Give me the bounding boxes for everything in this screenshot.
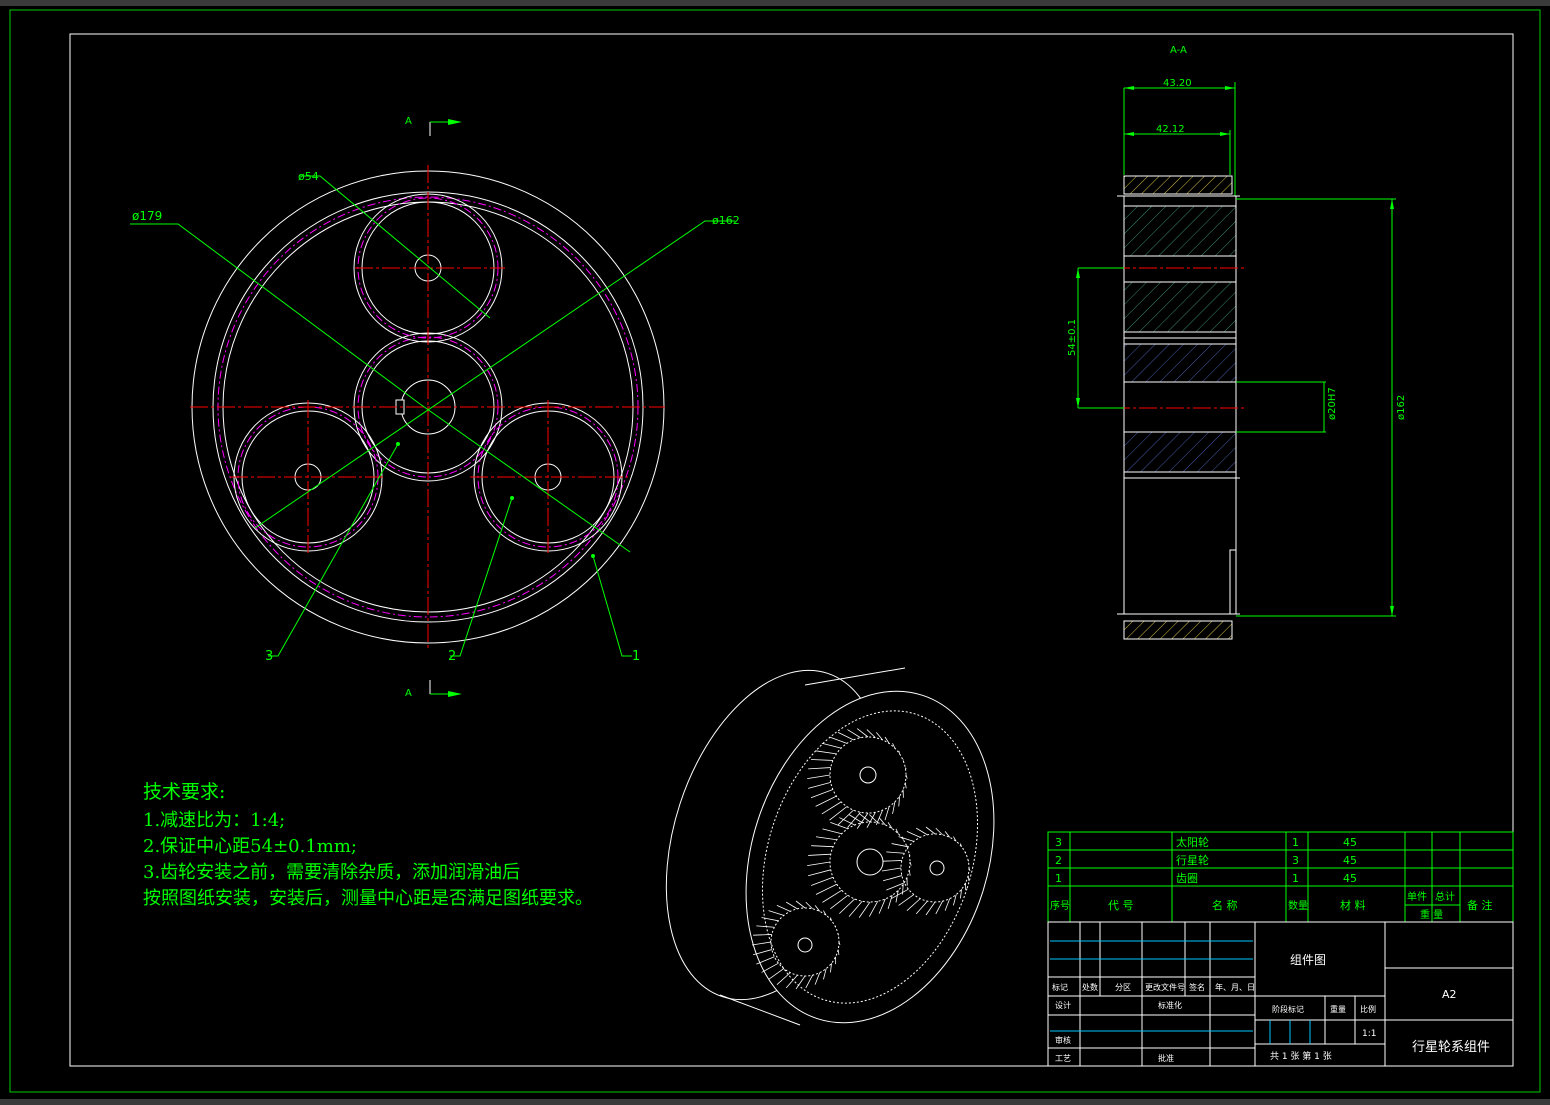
iso-gear-teeth	[751, 900, 841, 990]
title-block-cyan	[1050, 940, 1311, 1044]
svg-text:重量: 重量	[1330, 1004, 1346, 1014]
dim-center-54: 54±0.1	[1067, 319, 1078, 356]
svg-text:1: 1	[1292, 836, 1299, 849]
dim-d179: ø179	[132, 209, 162, 223]
dim-width-43: 43.20	[1163, 78, 1192, 89]
dim-d54: ø54	[298, 170, 319, 183]
iso-gear-teeth	[807, 728, 908, 829]
svg-text:分区: 分区	[1115, 983, 1131, 992]
section-view: A-A 43.20 42.12 54±0.1	[1067, 45, 1407, 640]
svg-text:年、月、日: 年、月、日	[1215, 982, 1255, 992]
balloon-2: 2	[448, 649, 456, 664]
svg-text:A2: A2	[1442, 988, 1457, 1001]
title-block-text: 组件图 A2 行星轮系组件 1:1 标记 处数 分区 更改文件号 签名 年、月、…	[1052, 953, 1490, 1063]
svg-text:1:1: 1:1	[1362, 1029, 1376, 1039]
iso-ring-inner	[761, 710, 979, 1004]
iso-front-face	[745, 690, 995, 1024]
svg-text:45: 45	[1343, 872, 1357, 885]
isometric-view	[665, 667, 995, 1026]
svg-text:代 号: 代 号	[1108, 899, 1134, 912]
bom-table	[1047, 831, 1514, 923]
svg-text:45: 45	[1343, 836, 1357, 849]
svg-text:齿圈: 齿圈	[1176, 872, 1198, 885]
leader-lines	[130, 175, 735, 657]
iso-gear-teeth	[807, 813, 912, 918]
svg-text:3: 3	[1055, 836, 1062, 849]
tech-line-2: 2.保证中心距54±0.1mm;	[143, 836, 357, 857]
svg-text:批准: 批准	[1158, 1053, 1174, 1063]
dim-pitch-162: ø162	[1396, 395, 1407, 420]
tech-line-3: 3.齿轮安装之前，需要清除杂质，添加润滑油后	[143, 862, 520, 883]
svg-text:3: 3	[1292, 854, 1299, 867]
dim-bore: ø20H7	[1327, 387, 1338, 420]
svg-text:行星轮: 行星轮	[1176, 853, 1209, 867]
svg-text:审核: 审核	[1055, 1035, 1071, 1045]
cut-mark-bottom: A	[405, 680, 462, 699]
tech-requirements: 技术要求: 1.减速比为：1:4; 2.保证中心距54±0.1mm; 3.齿轮安…	[143, 781, 593, 909]
iso-gear-teeth	[881, 826, 971, 916]
svg-text:名 称: 名 称	[1212, 898, 1238, 912]
svg-text:标准化: 标准化	[1158, 1000, 1182, 1010]
svg-text:总计: 总计	[1435, 890, 1455, 903]
front-view: ø54 ø179 ø162 3 2 1 A A	[130, 116, 740, 699]
svg-text:数量: 数量	[1288, 899, 1308, 912]
svg-text:太阳轮: 太阳轮	[1176, 835, 1209, 849]
cut-mark-top: A	[405, 116, 462, 136]
dim-d162: ø162	[712, 214, 740, 227]
inner-frame	[69, 33, 1514, 1067]
tech-line-4: 按照图纸安装，安装后，测量中心距是否满足图纸要求。	[143, 888, 593, 909]
svg-text:序号: 序号	[1050, 899, 1070, 912]
svg-text:备 注: 备 注	[1467, 898, 1493, 912]
svg-text:共 1 张 第 1 张: 共 1 张 第 1 张	[1270, 1050, 1332, 1062]
svg-text:设计: 设计	[1055, 1000, 1071, 1010]
outer-frame	[9, 9, 1541, 1093]
svg-text:45: 45	[1343, 854, 1357, 867]
svg-text:组件图: 组件图	[1290, 953, 1326, 967]
svg-text:A: A	[405, 688, 412, 699]
svg-text:1: 1	[1055, 872, 1062, 885]
svg-text:1: 1	[1292, 872, 1299, 885]
bottom-border-bar	[0, 1099, 1550, 1105]
section-label: A-A	[1170, 45, 1187, 56]
svg-text:处数: 处数	[1082, 982, 1098, 992]
svg-text:标记: 标记	[1052, 982, 1068, 992]
svg-text:A: A	[405, 116, 412, 127]
svg-text:材 料: 材 料	[1340, 898, 1366, 912]
svg-text:阶段标记: 阶段标记	[1272, 1004, 1304, 1014]
tech-line-1: 1.减速比为：1:4;	[143, 810, 285, 831]
dim-width-42: 42.12	[1156, 124, 1185, 135]
svg-text:重 量: 重 量	[1420, 908, 1443, 921]
svg-text:更改文件号: 更改文件号	[1145, 982, 1185, 992]
balloon-1: 1	[632, 649, 640, 664]
top-border-bar	[0, 0, 1550, 6]
bom-rows: 3 太阳轮 1 45 2 行星轮 3 45 1 齿圈 1 45 序号 代 号 名…	[1050, 835, 1493, 921]
svg-text:2: 2	[1055, 854, 1062, 867]
svg-text:工艺: 工艺	[1055, 1054, 1071, 1063]
svg-text:单件: 单件	[1407, 891, 1427, 903]
svg-text:比例: 比例	[1360, 1004, 1376, 1014]
tech-title: 技术要求:	[143, 781, 225, 803]
balloon-3: 3	[265, 649, 273, 664]
svg-text:行星轮系组件: 行星轮系组件	[1412, 1040, 1490, 1055]
svg-text:签名: 签名	[1189, 982, 1205, 992]
